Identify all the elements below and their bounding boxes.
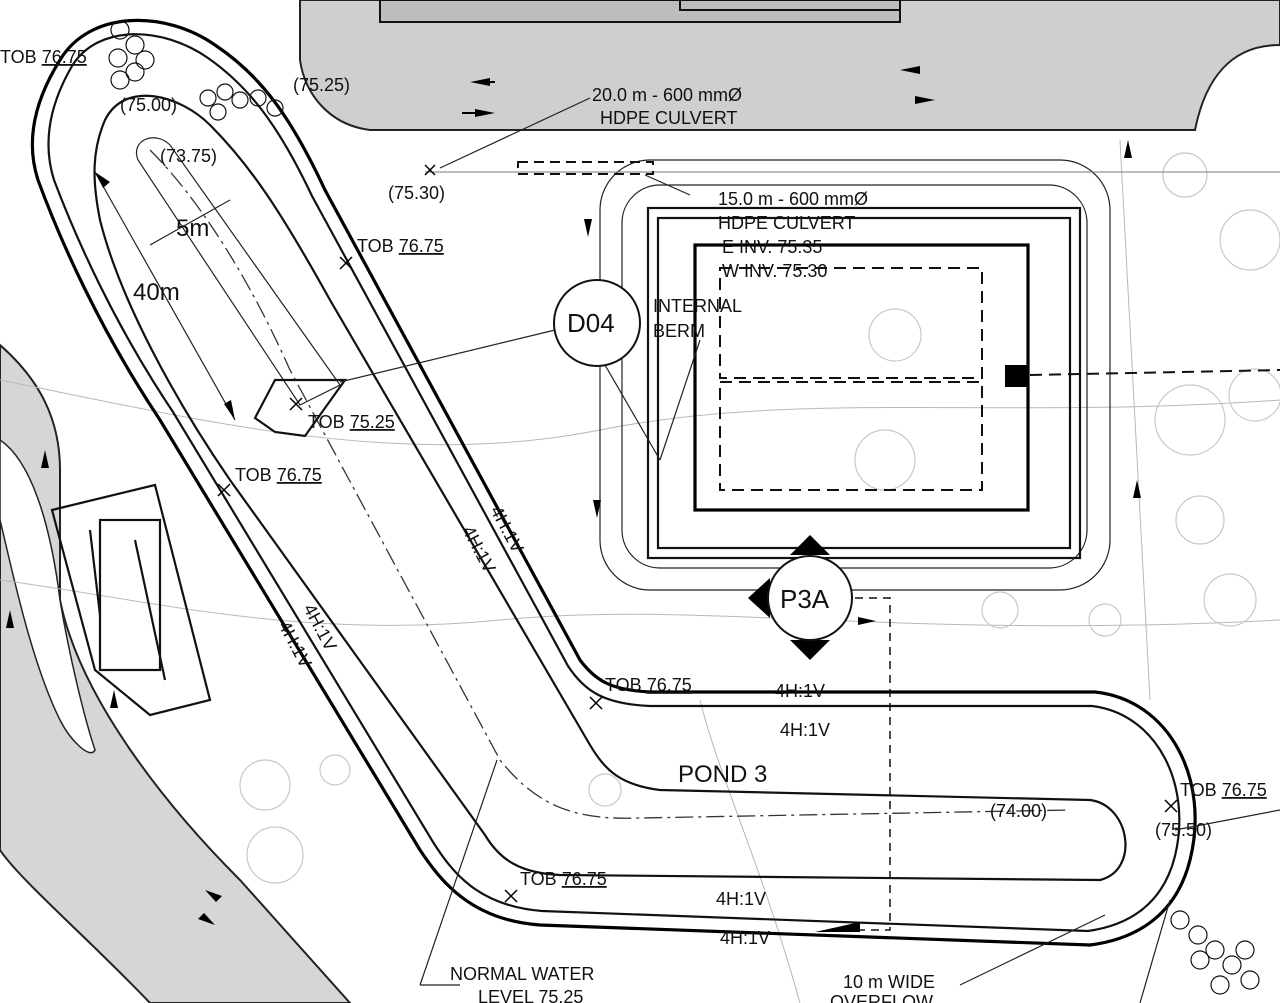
svg-text:TOB 76.75: TOB 76.75 (0, 47, 87, 67)
tob-2: TOB (308, 412, 345, 432)
normal-water-line (149, 149, 1071, 819)
tob-markers (217, 164, 1178, 903)
forebay (135, 137, 341, 406)
road-island (0, 439, 96, 754)
culvert-15-line3: E INV. 75.35 (722, 237, 822, 257)
tob-4: TOB (605, 675, 642, 695)
culvert-15-line2: HDPE CULVERT (718, 213, 855, 233)
tob-4-value: 76.75 (647, 675, 692, 695)
culvert-20-line1: 20.0 m - 600 mmØ (592, 85, 742, 105)
elev-73-75: (73.75) (160, 146, 217, 166)
culvert-15-line4: W INV. 75.30 (722, 261, 827, 281)
tob-3: TOB (235, 465, 272, 485)
elev-75-30: (75.30) (388, 183, 445, 203)
p3a-marker (748, 535, 853, 660)
p3a-label: P3A (780, 584, 830, 614)
svg-text:TOB 76.75: TOB 76.75 (357, 236, 444, 256)
facility-block (599, 159, 1280, 591)
tob-top-left-value: 76.75 (42, 47, 87, 67)
dimensions (94, 171, 236, 421)
building-hatch (679, 0, 901, 11)
berm-diamond (253, 378, 348, 438)
dim-40m: 40m (133, 279, 180, 306)
flow-arrows (6, 66, 1141, 925)
pond-label: POND 3 (678, 761, 767, 788)
slope-f: 4H:1V (780, 720, 830, 740)
tob-6: TOB (1180, 780, 1217, 800)
elev-75-50: (75.50) (1155, 820, 1212, 840)
pond-inner-bottom (93, 94, 1127, 882)
d04-label: D04 (567, 308, 615, 338)
tob-5-value: 76.75 (562, 869, 607, 889)
tob-1-value: 76.75 (399, 236, 444, 256)
elev-75-00: (75.00) (120, 95, 177, 115)
elev-74-00: (74.00) (990, 801, 1047, 821)
svg-text:TOB 75.25: TOB 75.25 (308, 412, 395, 432)
tob-3-value: 76.75 (277, 465, 322, 485)
culvert-15-line1: 15.0 m - 600 mmØ (718, 189, 868, 209)
structure-left (50, 483, 212, 717)
internal-berm-1: INTERNAL (653, 296, 742, 316)
tob-1: TOB (357, 236, 394, 256)
culvert-20-line2: HDPE CULVERT (600, 108, 737, 128)
trees (239, 152, 1280, 884)
svg-text:TOB 76.75: TOB 76.75 (520, 869, 607, 889)
slope-g: 4H:1V (716, 889, 766, 909)
svg-text:TOB 76.75: TOB 76.75 (1180, 780, 1267, 800)
nwl-line1: NORMAL WATER (450, 964, 594, 984)
culverts (425, 97, 1280, 196)
tob-top-left: TOB (0, 47, 37, 67)
road-top (299, 0, 1280, 131)
pond-outer-bank-inner (47, 33, 1181, 933)
overflow-line1: 10 m WIDE (843, 972, 935, 992)
leaders (339, 329, 891, 986)
nwl-line2: LEVEL 75.25 (478, 987, 583, 1003)
svg-text:TOB 76.75: TOB 76.75 (235, 465, 322, 485)
tob-6-value: 76.75 (1222, 780, 1267, 800)
svg-text:TOB 76.75: TOB 76.75 (605, 675, 692, 695)
tob-5: TOB (520, 869, 557, 889)
pond-outer-bank (30, 18, 1197, 947)
internal-berm-2: BERM (653, 321, 705, 341)
rock-rip-rap (108, 20, 1260, 995)
elev-75-25: (75.25) (293, 75, 350, 95)
overflow-line2: OVERFLOW (830, 992, 933, 1003)
d04-callout (553, 279, 641, 367)
dim-5m: 5m (176, 215, 209, 242)
slope-e: 4H:1V (775, 681, 825, 701)
slope-h: 4H:1V (720, 928, 770, 948)
road-left (0, 343, 352, 1003)
tob-2-value: 75.25 (350, 412, 395, 432)
